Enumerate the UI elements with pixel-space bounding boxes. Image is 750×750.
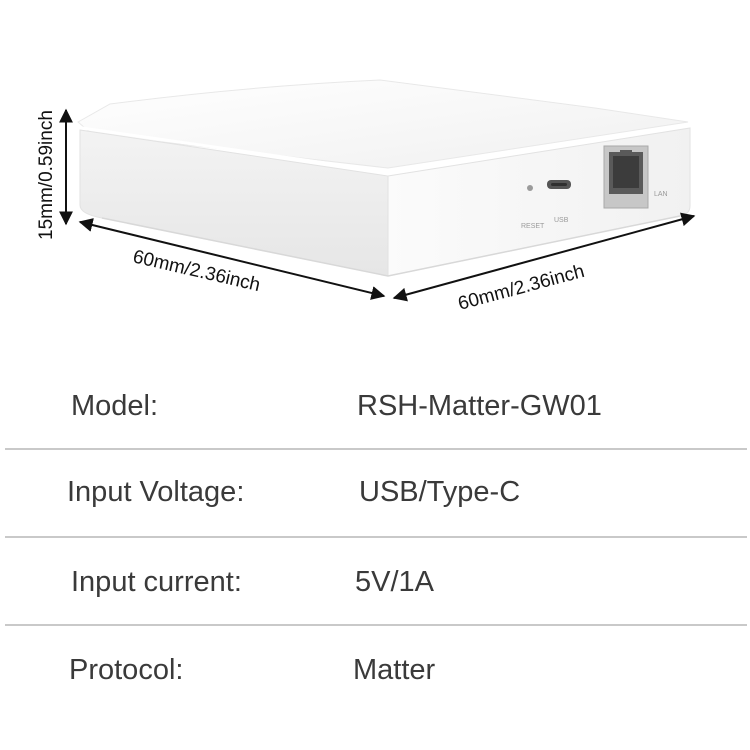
row-divider: [5, 536, 747, 538]
reset-hole-icon: [527, 185, 533, 191]
usb-label: USB: [554, 217, 569, 224]
row-divider: [5, 448, 747, 450]
spec-row-input-voltage: Input Voltage: USB/Type-C: [5, 450, 747, 538]
front-width-dimension-label: 60mm/2.36inch: [131, 246, 262, 296]
lan-label: LAN: [654, 191, 668, 198]
lan-port-icon: [603, 145, 649, 209]
spec-label-model: Model:: [71, 390, 159, 422]
reset-label: RESET: [521, 223, 545, 230]
spec-row-protocol: Protocol: Matter: [5, 626, 747, 718]
spec-row-input-current: Input current: 5V/1A: [5, 538, 747, 626]
spec-value-protocol: Matter: [353, 654, 436, 686]
spec-value-input-current: 5V/1A: [355, 566, 434, 598]
spec-value-input-voltage: USB/Type-C: [359, 476, 521, 508]
row-divider: [5, 624, 747, 626]
gateway-device-image: [77, 79, 691, 277]
product-dimension-figure: RESET USB LAN 15mm/0.59inch 60mm/2.36inc…: [36, 79, 696, 315]
spec-value-model: RSH-Matter-GW01: [357, 390, 602, 422]
side-depth-dimension-arrow: [392, 212, 696, 302]
front-width-dimension-arrow: [78, 218, 386, 300]
spec-label-protocol: Protocol:: [69, 654, 184, 686]
usb-port-inner: [551, 183, 567, 186]
spec-label-input-voltage: Input Voltage:: [67, 476, 245, 508]
height-dimension-label: 15mm/0.59inch: [36, 110, 57, 240]
spec-table: Model: RSH-Matter-GW01 Input Voltage: US…: [5, 362, 747, 718]
side-depth-dimension-label: 60mm/2.36inch: [456, 261, 587, 315]
spec-row-model: Model: RSH-Matter-GW01: [5, 362, 747, 450]
spec-label-input-current: Input current:: [71, 566, 242, 598]
